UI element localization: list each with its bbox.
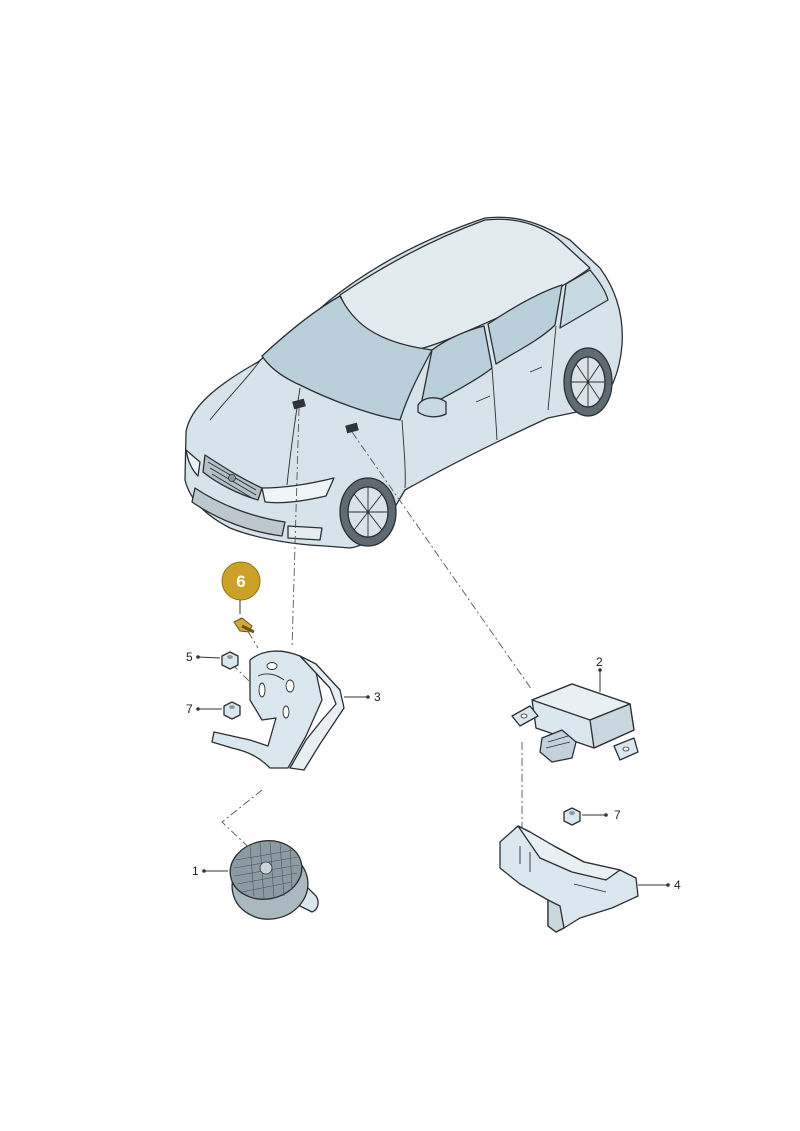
part-sounder[interactable] (226, 835, 319, 925)
callout-1[interactable]: 1 (192, 864, 199, 878)
callout-2[interactable]: 2 (596, 655, 603, 669)
callout-4[interactable]: 4 (674, 878, 681, 892)
part-nut-5[interactable] (221, 651, 239, 670)
sensor-marker-rear (345, 422, 359, 434)
callout-7b[interactable]: 7 (614, 808, 621, 822)
callout-6: 6 (236, 572, 245, 591)
callout-3[interactable]: 3 (374, 690, 381, 704)
part-control-module[interactable] (511, 683, 639, 763)
part-bolt[interactable] (233, 617, 255, 634)
sensor-marker-front (292, 398, 306, 410)
part-mounting-bracket[interactable] (499, 825, 639, 933)
highlight-badge[interactable]: 6 (221, 561, 261, 601)
part-nut-7a[interactable] (223, 701, 241, 720)
callout-7a[interactable]: 7 (186, 702, 193, 716)
vehicle-illustration (184, 216, 623, 549)
callout-5[interactable]: 5 (186, 650, 193, 664)
part-nut-7b[interactable] (563, 807, 581, 826)
part-bracket[interactable] (211, 650, 345, 771)
